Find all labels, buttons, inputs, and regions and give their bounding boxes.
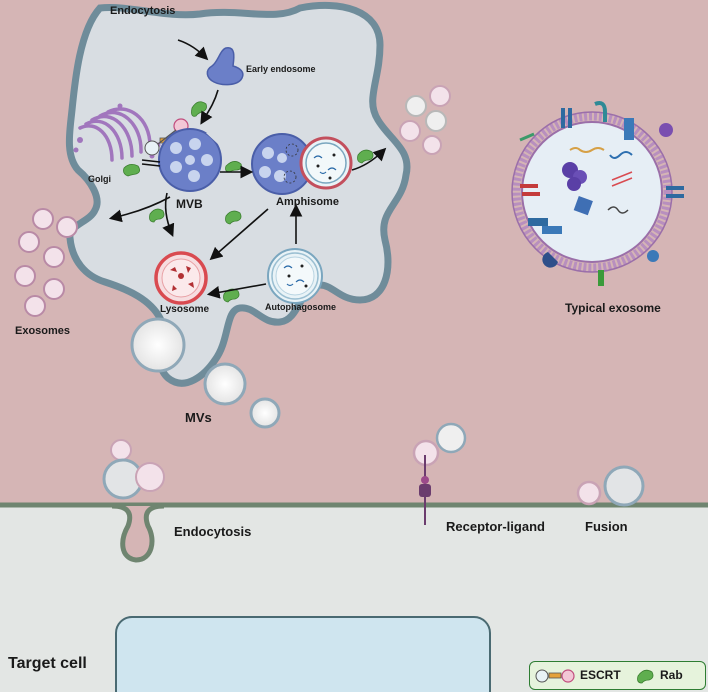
amphisome xyxy=(251,133,353,195)
mvb xyxy=(158,128,222,192)
early-endosome xyxy=(206,47,244,86)
receptor-ligand-binding xyxy=(412,422,467,525)
label-fusion: Fusion xyxy=(585,519,628,534)
legend-icons xyxy=(535,669,654,684)
lysosome xyxy=(154,251,208,305)
microvesicles xyxy=(130,317,281,429)
rab-proteins xyxy=(123,101,374,303)
label-endocytosis-bottom: Endocytosis xyxy=(174,524,252,539)
target-cell-nucleus xyxy=(115,616,491,692)
label-early-endosome: Early endosome xyxy=(246,64,316,74)
rab-icon xyxy=(637,669,654,684)
donor-cell xyxy=(65,1,411,387)
label-lysosome: Lysosome xyxy=(160,304,210,315)
label-receptor-ligand: Receptor-ligand xyxy=(446,519,545,534)
legend-rab-label: Rab xyxy=(660,668,683,682)
typical-exosome xyxy=(511,101,684,286)
fusion-vesicles xyxy=(576,465,645,507)
legend: ESCRT Rab xyxy=(529,661,706,690)
label-exosomes: Exosomes xyxy=(15,325,71,337)
label-target-cell: Target cell xyxy=(8,655,87,672)
label-typical-exosome: Typical exosome xyxy=(565,301,661,315)
exosomes-left xyxy=(14,208,78,317)
pathway-arrows xyxy=(108,39,387,299)
label-golgi: Golgi xyxy=(88,174,111,184)
autophagosome xyxy=(267,248,323,304)
endocytic-pit xyxy=(111,503,165,563)
label-endocytosis-top: Endocytosis xyxy=(110,5,176,17)
legend-escrt-label: ESCRT xyxy=(580,668,621,682)
label-amphisome: Amphisome xyxy=(276,196,339,208)
escrt-icon xyxy=(535,669,575,683)
label-autophagosome: Autophagosome xyxy=(265,302,336,312)
exosomes-released xyxy=(399,85,451,155)
label-mvb: MVB xyxy=(176,197,203,211)
label-mvs: MVs xyxy=(185,410,212,425)
vesicles-endocytosis xyxy=(102,439,165,500)
